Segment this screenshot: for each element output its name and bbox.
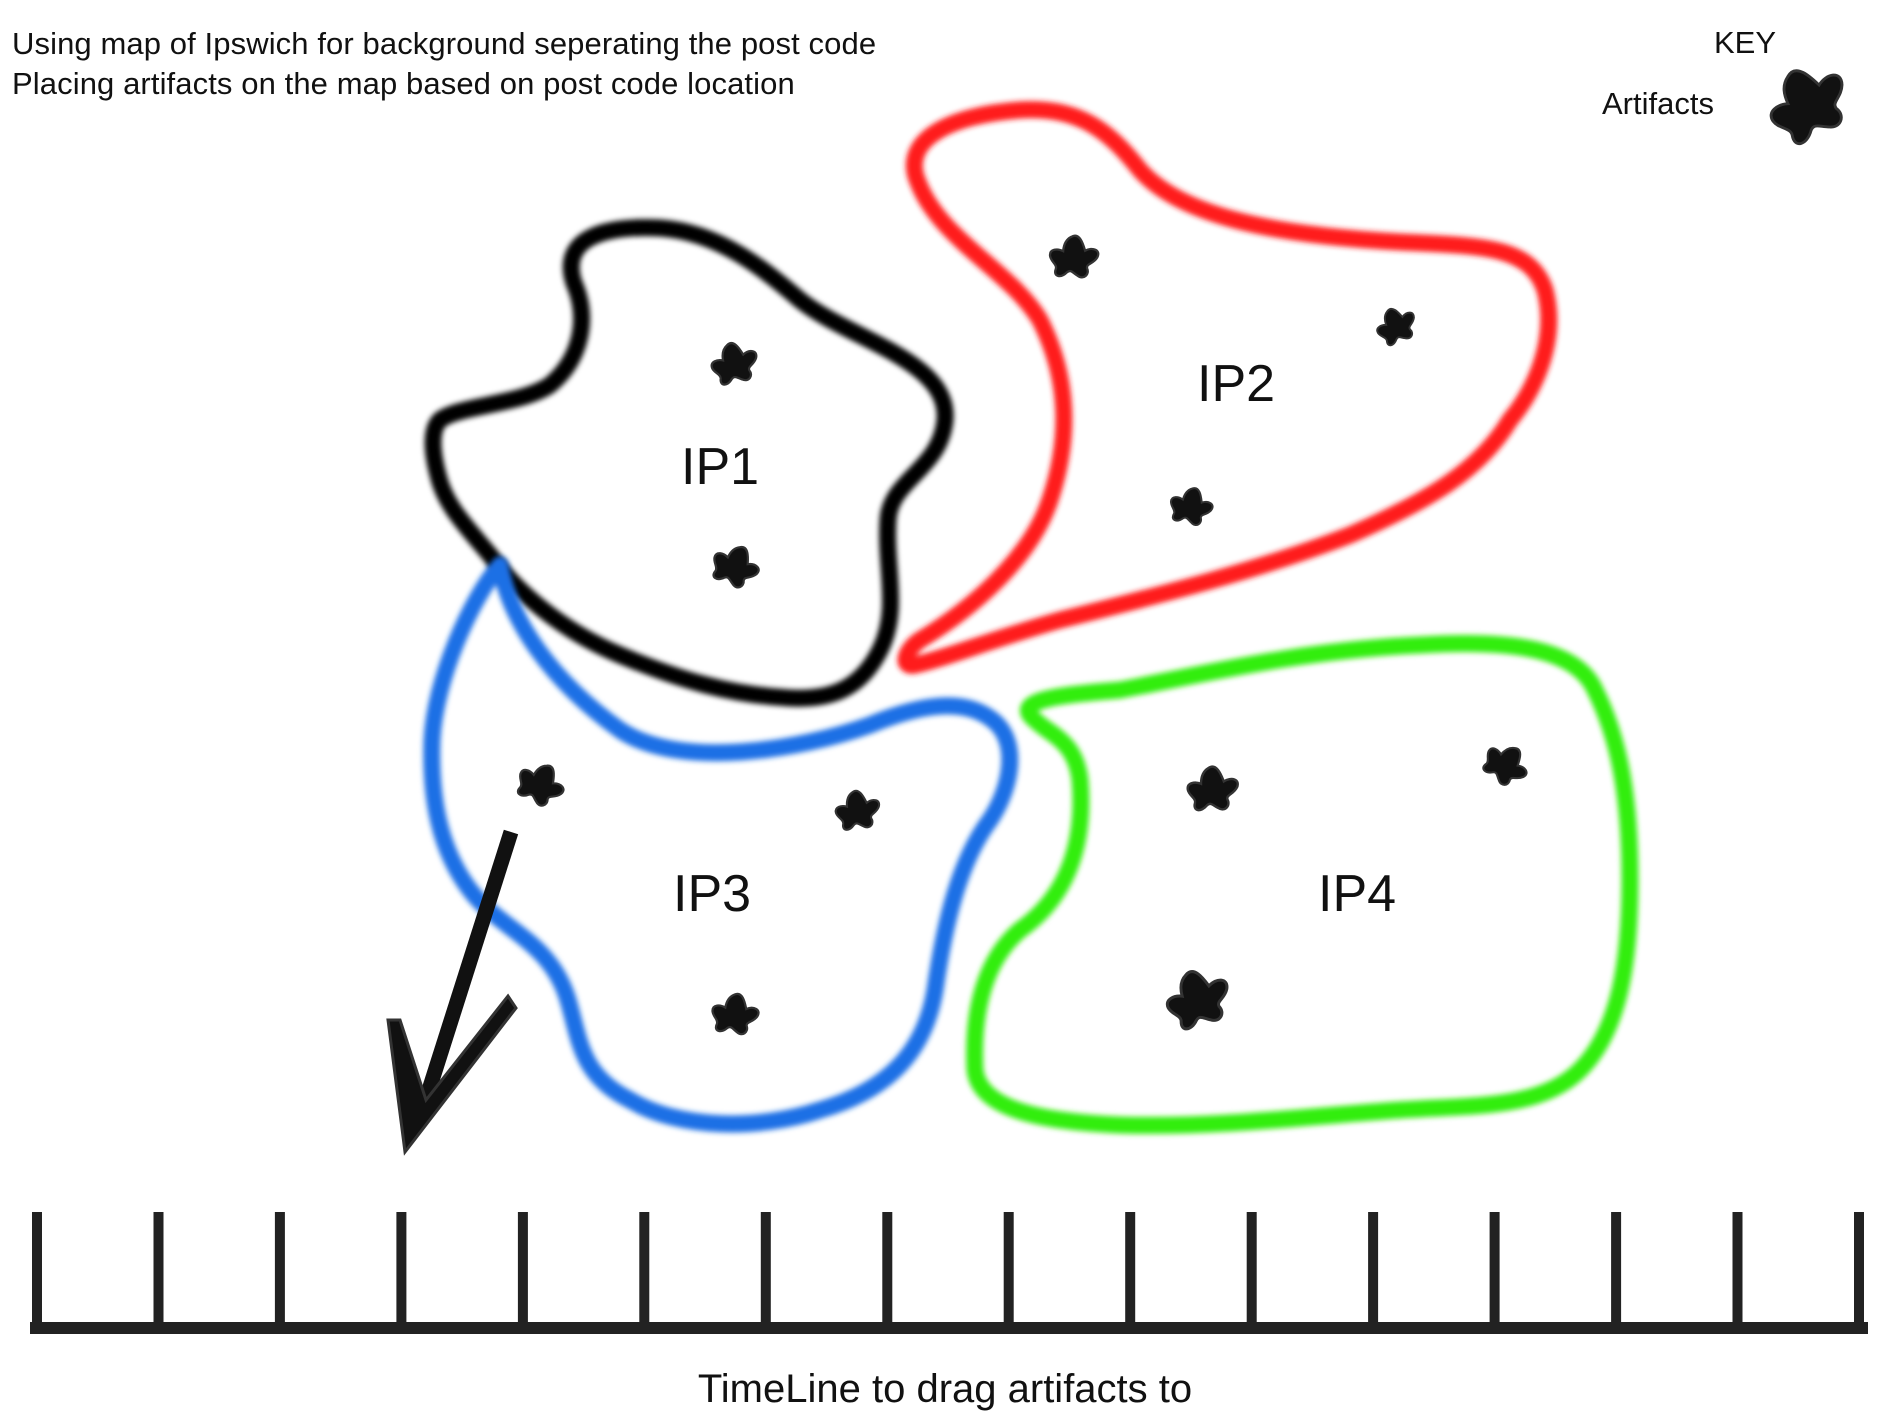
region-label-ip1: IP1	[681, 438, 760, 496]
timeline-tick	[1732, 1212, 1743, 1324]
region-ip3-outline	[423, 556, 1019, 1133]
timeline-tick	[153, 1212, 164, 1324]
timeline-tick	[760, 1212, 771, 1324]
region-ip1-outline	[424, 219, 954, 707]
artifact-icon-ip3-3[interactable]	[708, 988, 763, 1039]
key-artifact-icon	[1755, 53, 1860, 152]
artifact-icon-ip3-1[interactable]	[510, 753, 572, 814]
timeline-tick	[882, 1212, 893, 1324]
timeline-tick	[1003, 1212, 1014, 1324]
timeline-tick	[32, 1212, 42, 1324]
artifact-icon-ip2-2[interactable]	[1370, 301, 1422, 350]
timeline-tick	[1489, 1212, 1500, 1324]
artifact-icon-ip2-3[interactable]	[1165, 481, 1218, 530]
note-line-2: Placing artifacts on the map based on po…	[12, 66, 795, 101]
region-label-ip3: IP3	[673, 865, 752, 923]
key-artifacts-label: Artifacts	[1602, 86, 1714, 121]
timeline-tick	[1611, 1212, 1622, 1324]
artifact-icon-ip1-1[interactable]	[707, 337, 762, 388]
timeline-tick	[1854, 1212, 1864, 1324]
artifact-icon-ip4-1[interactable]	[1186, 765, 1239, 812]
note-line-1: Using map of Ipswich for background sepe…	[12, 26, 877, 61]
timeline-baseline	[30, 1322, 1868, 1334]
artifact-icon-ip4-2[interactable]	[1476, 734, 1537, 794]
timeline-tick	[1246, 1212, 1257, 1324]
region-label-ip2: IP2	[1197, 355, 1276, 413]
timeline-caption: TimeLine to drag artifacts to	[697, 1367, 1193, 1411]
key-title: KEY	[1714, 25, 1777, 60]
region-label-ip4: IP4	[1318, 865, 1397, 923]
timeline-tick	[1368, 1212, 1379, 1324]
timeline-tick	[639, 1212, 650, 1324]
artifact-icon-ip4-3[interactable]	[1159, 962, 1237, 1034]
region-ip4-outline	[966, 634, 1639, 1134]
artifact-icon-ip3-2[interactable]	[833, 787, 883, 832]
region-ip2-outline	[897, 101, 1558, 674]
artifact-icon-ip1-2[interactable]	[705, 536, 767, 595]
artifact-icon-ip2-1[interactable]	[1047, 232, 1101, 281]
timeline-tick	[396, 1212, 407, 1324]
timeline-ruler[interactable]	[30, 1212, 1868, 1334]
timeline-tick	[517, 1212, 528, 1324]
timeline-tick	[1125, 1212, 1136, 1324]
drag-arrow-icon	[386, 829, 519, 1156]
timeline-tick	[274, 1212, 285, 1324]
